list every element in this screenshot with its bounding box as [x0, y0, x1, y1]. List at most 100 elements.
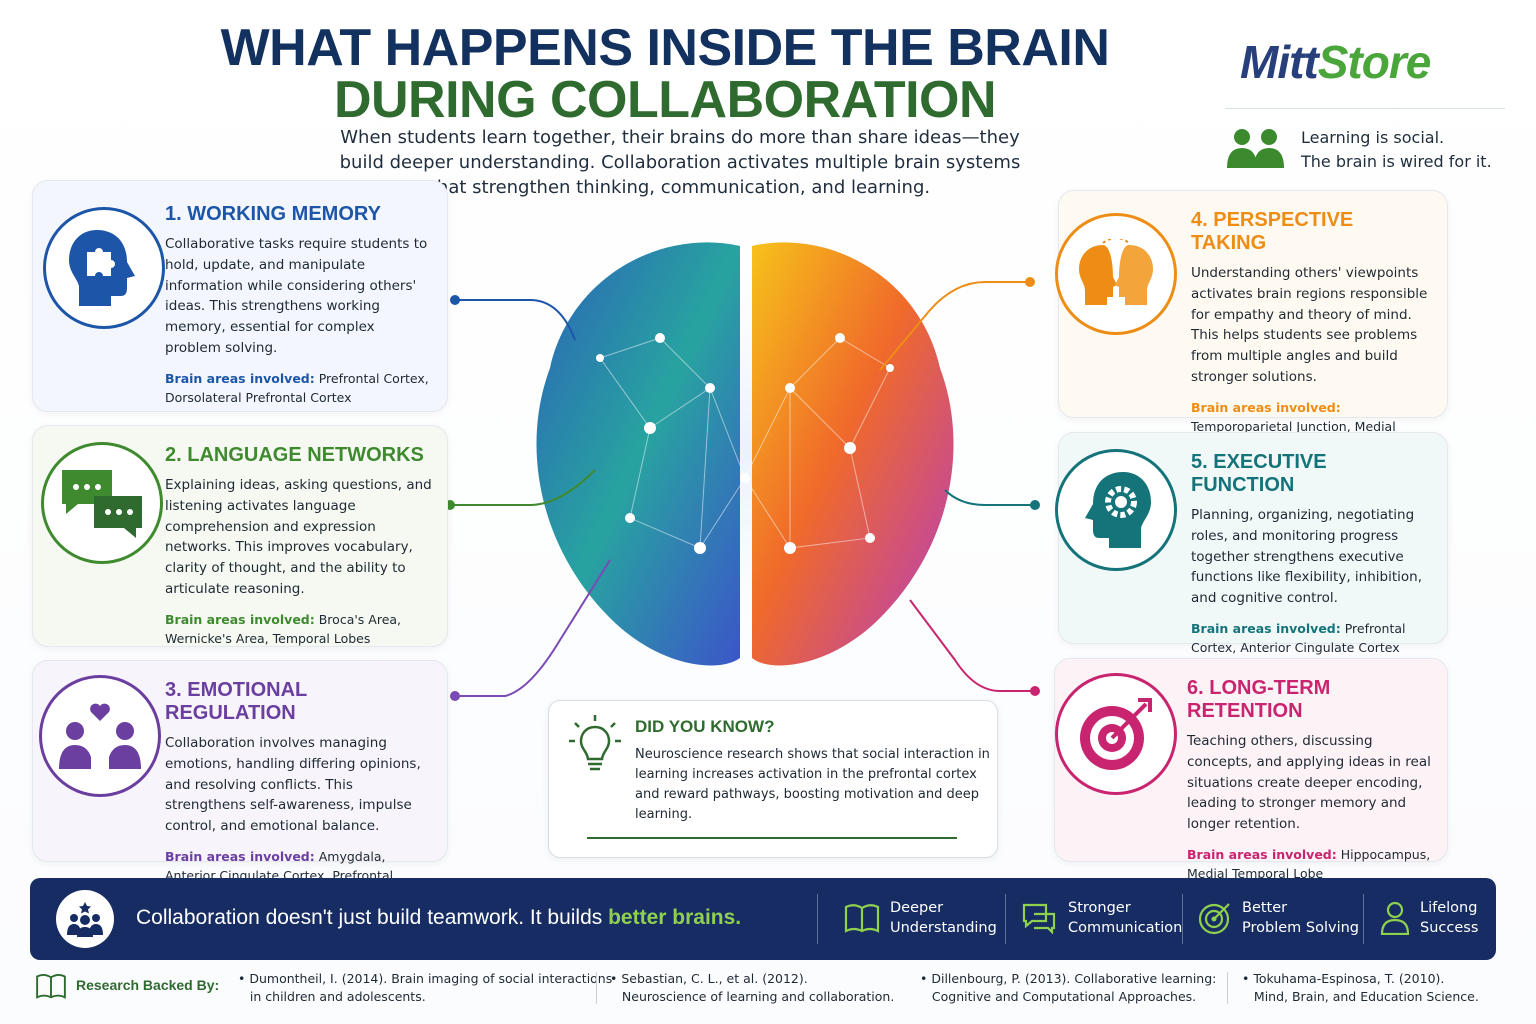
card-title: 3. EMOTIONAL REGULATION [165, 679, 307, 724]
divider [1182, 894, 1183, 944]
reference-item: • Dillenbourg, P. (2013). Collaborative … [920, 971, 1217, 1004]
chat-icon [1022, 903, 1056, 934]
person-icon [1380, 901, 1410, 935]
reference-line-2: Neuroscience of learning and collaborati… [621, 989, 895, 1004]
feature-line-1: Lifelong [1420, 900, 1478, 916]
target-icon [1198, 903, 1230, 935]
card-language-networks: 2. LANGUAGE NETWORKS Explaining ideas, a… [32, 425, 448, 647]
reference-item: • Sebastian, C. L., et al. (2012). Neuro… [610, 971, 895, 1004]
areas-value: Broca's Area, Wernicke's Area, Temporal … [165, 611, 402, 646]
divider [1227, 972, 1228, 1004]
areas-label: Brain areas involved: [1191, 620, 1341, 636]
logo-part-2: Store [1317, 36, 1432, 88]
divider [1363, 894, 1364, 944]
card-title: 2. LANGUAGE NETWORKS [165, 444, 424, 466]
reference-line-2: Mind, Brain, and Education Science. [1253, 989, 1479, 1004]
areas-label: Brain areas involved: [165, 370, 315, 386]
divider [1225, 108, 1505, 109]
card-text: Explaining ideas, asking questions, and … [165, 477, 432, 597]
feature-line-1: Deeper [890, 900, 944, 916]
did-you-know-text: Neuroscience research shows that social … [635, 747, 990, 822]
feature-line-1: Better [1242, 900, 1288, 916]
feature-line-1: Stronger [1068, 900, 1131, 916]
research-section: Research Backed By: • Dumontheil, I. (20… [0, 970, 1536, 1020]
card-title: 5. EXECUTIVE FUNCTION [1191, 451, 1327, 496]
connector-dot [450, 295, 460, 305]
team-icon [67, 902, 103, 937]
team-icon-circle [56, 890, 114, 948]
divider [587, 837, 957, 839]
book-icon [36, 973, 66, 999]
areas-value: Prefrontal Cortex, Anterior Cingulate Co… [1191, 620, 1406, 655]
divider [596, 972, 597, 1004]
areas-label: Brain areas involved: [165, 848, 315, 864]
target-icon [1080, 698, 1152, 770]
logo-part-1: Mitt [1240, 36, 1319, 88]
card-text: Collaboration involves managing emotions… [165, 735, 421, 835]
brain-illustration [505, 218, 985, 688]
did-you-know-box: DID YOU KNOW? Neuroscience research show… [548, 700, 998, 858]
feature-line-2: Success [1420, 920, 1479, 936]
banner-message: Collaboration doesn't just build teamwor… [136, 906, 741, 930]
card-emotional-regulation: 3. EMOTIONAL REGULATION Collaboration in… [32, 660, 448, 902]
puzzle-head-icon [69, 230, 135, 306]
bottom-banner: Collaboration doesn't just build teamwor… [30, 878, 1496, 960]
card-title: 1. WORKING MEMORY [165, 203, 381, 225]
title-line-1: WHAT HAPPENS INSIDE THE BRAIN [220, 19, 1110, 77]
areas-label: Brain areas involved: [165, 611, 315, 627]
book-icon [844, 904, 880, 933]
card-icon-circle [41, 442, 163, 564]
reference-line-2: Cognitive and Computational Approaches. [931, 989, 1197, 1004]
card-title: 6. LONG-TERM RETENTION [1187, 677, 1331, 722]
banner-highlight: better brains. [608, 906, 742, 929]
areas-label: Brain areas involved: [1191, 399, 1341, 415]
subtitle: When students learn together, their brai… [339, 127, 1021, 198]
card-text: Planning, organizing, negotiating roles,… [1191, 507, 1422, 607]
people-heart-icon [59, 703, 141, 769]
card-icon-circle [1055, 673, 1177, 795]
did-you-know-title: DID YOU KNOW? [635, 717, 775, 736]
feature-line-2: Communication [1068, 920, 1183, 936]
title-line-2: DURING COLLABORATION [333, 71, 997, 129]
card-icon-circle [43, 207, 165, 329]
card-icon-circle [1055, 449, 1177, 571]
connector-dot [450, 691, 460, 701]
card-long-term-retention: 6. LONG-TERM RETENTION Teaching others, … [1054, 658, 1448, 881]
areas-label: Brain areas involved: [1187, 846, 1337, 862]
banner-main-text: Collaboration doesn't just build teamwor… [136, 906, 609, 929]
chat-bubbles-icon [62, 470, 142, 538]
feature-line-2: Understanding [890, 920, 997, 936]
research-label: Research Backed By: [76, 977, 220, 993]
card-perspective-taking: 4. PERSPECTIVE TAKING Understanding othe… [1055, 190, 1448, 453]
areas-value: Hippocampus, Medial Temporal Lobe [1187, 846, 1431, 881]
facing-heads-icon [1079, 239, 1153, 305]
card-title: 4. PERSPECTIVE TAKING [1191, 209, 1354, 254]
social-note: Learning is social.The brain is wired fo… [1225, 126, 1492, 174]
social-line-2: The brain is wired for it. [1301, 152, 1492, 171]
reference-line-1: Dumontheil, I. (2014). Brain imaging of … [249, 971, 613, 986]
card-text: Understanding others' viewpoints activat… [1191, 265, 1428, 385]
lightbulb-icon [569, 715, 621, 771]
areas-value: Prefrontal Cortex, Dorsolateral Prefront… [165, 370, 429, 405]
gear-head-icon [1085, 472, 1151, 548]
reference-item: • Dumontheil, I. (2014). Brain imaging o… [238, 971, 613, 1004]
card-working-memory: 1. WORKING MEMORY Collaborative tasks re… [32, 180, 448, 412]
connector-dot [1030, 500, 1040, 510]
brand-logo[interactable]: MittStore [1240, 35, 1432, 89]
connector-dot [1025, 277, 1035, 287]
reference-line-2: in children and adolescents. [249, 989, 426, 1004]
reference-item: • Tokuhama-Espinosa, T. (2010). Mind, Br… [1242, 971, 1479, 1004]
card-text: Teaching others, discussing concepts, an… [1187, 733, 1431, 833]
card-text: Collaborative tasks require students to … [165, 236, 428, 356]
people-icon [1227, 129, 1284, 168]
divider [817, 894, 818, 944]
card-icon-circle [39, 675, 161, 797]
reference-line-1: Tokuhama-Espinosa, T. (2010). [1253, 971, 1445, 986]
connector-dot [1030, 686, 1040, 696]
